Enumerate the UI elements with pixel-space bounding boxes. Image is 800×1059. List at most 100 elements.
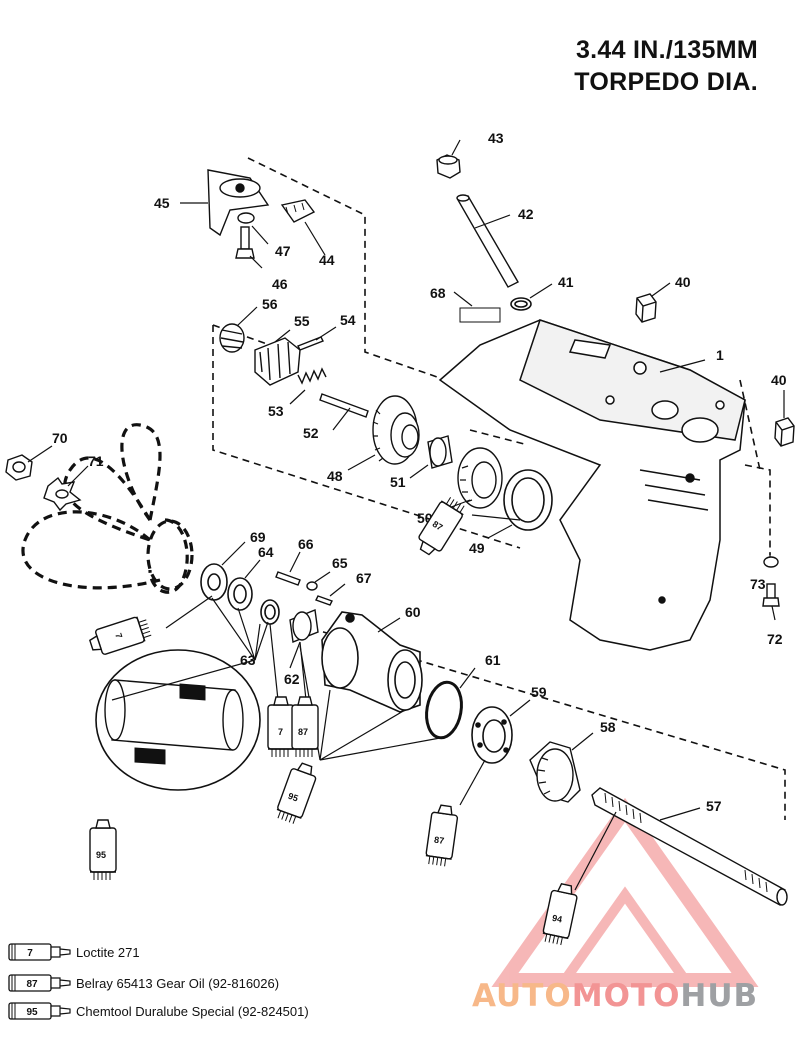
callout-71: 71 [88, 453, 104, 469]
watermark-text: AUTOMOTOHUB [472, 978, 758, 1014]
callout-48: 48 [327, 468, 343, 484]
o-ring-61 [425, 680, 463, 740]
tube-7-b-label: 7 [278, 727, 283, 737]
water-tube-42 [456, 194, 519, 288]
diagram-title-line1: 3.44 IN./135MM [575, 36, 758, 64]
tube-87-c-label: 87 [433, 835, 444, 846]
callout-57: 57 [706, 798, 722, 814]
callout-54: 54 [340, 312, 356, 328]
legend-tube-icon: 95 [8, 1002, 71, 1020]
callout-labels: 43 42 41 40 1 40 68 45 47 44 46 56 55 54… [52, 130, 787, 814]
spring-56 [219, 323, 245, 353]
callout-69: 69 [250, 529, 266, 545]
callout-40-right: 40 [771, 372, 787, 388]
seal-69 [200, 563, 228, 601]
tube-87-a-label: 87 [431, 519, 445, 533]
callout-58: 58 [600, 719, 616, 735]
callout-60: 60 [405, 604, 421, 620]
callout-73: 73 [750, 576, 766, 592]
detail-inset [95, 649, 261, 791]
legend-item-loctite: 7 Loctite 271 [8, 940, 140, 964]
gear-housing [438, 319, 746, 651]
legend-item-duralube: 95 Chemtool Duralube Special (92-824501) [8, 999, 309, 1023]
watermark-part-hub: HUB [680, 978, 759, 1014]
callout-42: 42 [518, 206, 534, 222]
decal-68 [459, 307, 501, 323]
gear-48 [372, 395, 420, 465]
clutch-55 [254, 337, 301, 386]
seal-41 [510, 297, 532, 311]
screw-72 [762, 583, 780, 607]
watermark-part-auto: AUTO [472, 978, 572, 1014]
tube-7-b: 7 [267, 696, 295, 758]
trim-tab-45 [207, 169, 270, 237]
anode-44 [280, 199, 316, 223]
watermark-part-moto: MOTO [571, 978, 681, 1014]
tube-95-a: 95 [273, 759, 320, 827]
callout-47: 47 [275, 243, 291, 259]
washer-65 [306, 581, 318, 591]
callout-51: 51 [390, 474, 406, 490]
leader-lines [27, 139, 785, 891]
callout-43: 43 [488, 130, 504, 146]
tube-94: 94 [540, 881, 580, 947]
legend-text-gear-oil: Belray 65413 Gear Oil (92-816026) [76, 975, 280, 991]
screw-67 [315, 595, 333, 606]
callout-41: 41 [558, 274, 574, 290]
tube-95-b-label: 95 [96, 850, 106, 860]
spring-53 [297, 367, 327, 385]
callout-65: 65 [332, 555, 348, 571]
tube-87-b: 87 [291, 696, 319, 758]
legend-code-7: 7 [27, 948, 33, 959]
propeller-outline [21, 423, 194, 594]
pin-54 [297, 336, 324, 351]
tube-7-a: 7 [86, 613, 154, 659]
shift-shaft-52 [319, 393, 369, 418]
bearing-50 [457, 447, 503, 509]
callout-64: 64 [258, 544, 274, 560]
bearing-51 [427, 435, 453, 469]
callout-66: 66 [298, 536, 314, 552]
tube-7-a-label: 7 [113, 632, 124, 640]
callout-63: 63 [240, 652, 256, 668]
race-49 [503, 469, 553, 531]
callout-70: 70 [52, 430, 68, 446]
callout-72: 72 [767, 631, 783, 647]
callout-1: 1 [716, 347, 724, 363]
tube-94-label: 94 [551, 913, 563, 925]
callout-53: 53 [268, 403, 284, 419]
tab-washer-71 [43, 476, 82, 512]
screw-46 [235, 226, 255, 259]
tube-87-a: 87 [413, 493, 469, 560]
legend-item-gear-oil: 87 Belray 65413 Gear Oil (92-816026) [8, 971, 279, 995]
legend-tube-icon: 87 [8, 974, 71, 992]
bearing-62 [289, 609, 319, 643]
callout-40-top: 40 [675, 274, 691, 290]
bearing-63 [260, 599, 280, 625]
grommet-43 [436, 154, 461, 179]
tube-87-b-label: 87 [298, 727, 308, 737]
bearing-64 [227, 577, 253, 611]
assembly-guide-lines [212, 157, 786, 820]
carrier-60 [321, 611, 423, 713]
tube-87-c: 87 [424, 803, 460, 868]
callout-49: 49 [469, 540, 485, 556]
gear-58 [529, 741, 581, 803]
callout-46: 46 [272, 276, 288, 292]
callout-59: 59 [531, 684, 547, 700]
screw-66 [275, 571, 301, 586]
callout-68: 68 [430, 285, 446, 301]
nut-40-right [774, 417, 795, 447]
tube-95-b: 95 [89, 819, 117, 881]
legend-tube-icon: 7 [8, 943, 71, 961]
callout-56: 56 [262, 296, 278, 312]
legend-text-duralube: Chemtool Duralube Special (92-824501) [76, 1003, 309, 1019]
tube-95-a-label: 95 [287, 791, 300, 804]
callout-45: 45 [154, 195, 170, 211]
washer-73 [763, 556, 779, 568]
washer-47 [237, 212, 255, 224]
callout-55: 55 [294, 313, 310, 329]
callout-52: 52 [303, 425, 319, 441]
nut-40-top [635, 293, 657, 323]
callout-61: 61 [485, 652, 501, 668]
